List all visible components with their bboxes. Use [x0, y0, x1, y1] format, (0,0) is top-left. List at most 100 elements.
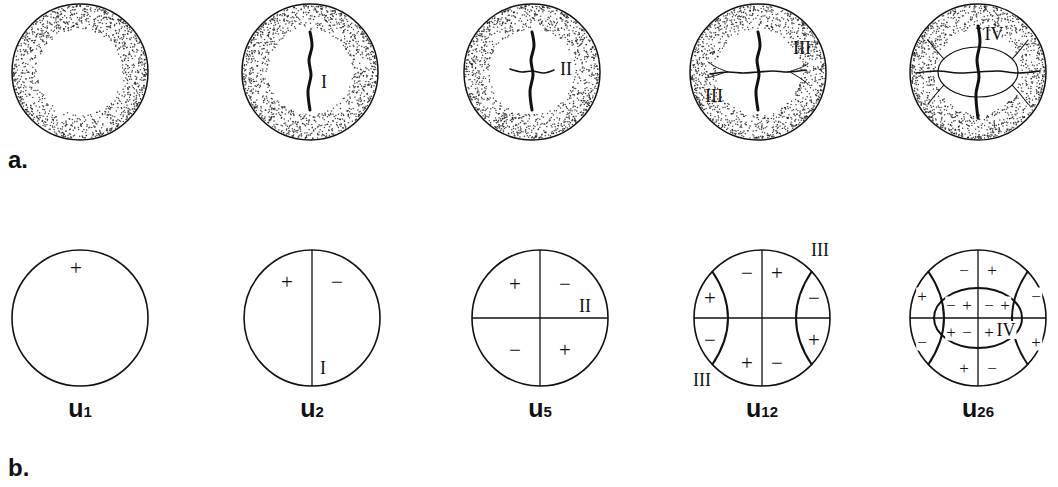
stipple-dot — [45, 122, 47, 124]
stipple-dot — [122, 116, 124, 118]
stipple-dot — [94, 121, 96, 123]
stipple-dot — [139, 89, 141, 91]
stipple-dot — [82, 115, 84, 117]
stipple-dot — [99, 117, 101, 119]
stipple-dot — [32, 49, 34, 51]
stipple-dot — [42, 20, 44, 22]
stipple-dot — [71, 18, 73, 20]
stipple-dot — [125, 68, 127, 70]
stipple-dot — [104, 14, 106, 16]
stipple-dot — [130, 95, 132, 97]
stipple-dot — [134, 99, 136, 101]
stipple-dot — [102, 9, 104, 11]
stipple-dot — [34, 75, 36, 77]
stipple-dot — [112, 115, 114, 117]
stipple-dot — [24, 72, 26, 74]
stipple-dot — [52, 114, 54, 116]
stipple-dot — [143, 51, 145, 53]
stipple-dot — [138, 58, 140, 60]
stipple-dot — [53, 31, 55, 33]
stipple-dot — [118, 20, 120, 22]
stipple-dot — [32, 97, 34, 99]
stipple-dot — [62, 17, 64, 19]
stipple-dot — [94, 11, 96, 13]
stipple-dot — [136, 51, 138, 53]
stipple-dot — [27, 71, 29, 73]
stipple-dot — [29, 38, 31, 40]
stipple-dot — [144, 70, 146, 72]
stipple-dot — [36, 62, 38, 64]
stipple-dot — [32, 80, 34, 82]
stipple-dot — [129, 112, 131, 114]
stipple-dot — [74, 9, 76, 11]
stipple-dot — [28, 71, 30, 73]
stipple-dot — [76, 121, 78, 123]
stipple-dot — [21, 103, 23, 105]
stipple-dot — [25, 78, 27, 80]
stipple-dot — [110, 25, 112, 27]
stipple-dot — [20, 101, 22, 103]
stipple-dot — [134, 92, 136, 94]
stipple-dot — [133, 103, 135, 105]
stipple-dot — [97, 121, 99, 123]
stipple-dot — [86, 129, 88, 131]
stipple-dot — [124, 23, 126, 25]
stipple-dot — [110, 117, 112, 119]
stipple-dot — [129, 97, 131, 99]
stipple-dot — [35, 39, 37, 41]
stipple-dot — [46, 103, 48, 105]
stipple-dot — [67, 28, 69, 30]
stipple-dot — [139, 92, 141, 94]
stipple-dot — [101, 127, 103, 129]
stipple-dot — [97, 10, 99, 12]
stipple-dot — [124, 30, 126, 32]
stipple-dot — [127, 57, 129, 59]
stipple-dot — [141, 61, 143, 63]
stipple-dot — [68, 30, 70, 32]
stipple-dot — [110, 18, 112, 20]
stipple-dot — [111, 107, 113, 109]
stipple-dot — [120, 46, 122, 48]
stipple-dot — [128, 60, 130, 62]
stipple-dot — [59, 19, 61, 21]
stipple-dot — [72, 22, 74, 24]
stipple-dot — [116, 39, 118, 41]
stipple-dot — [33, 42, 35, 44]
stipple-dot — [116, 110, 118, 112]
stipple-dot — [35, 82, 37, 84]
stipple-dot — [106, 130, 108, 132]
stipple-dot — [142, 89, 144, 91]
stipple-dot — [106, 19, 108, 21]
stipple-dot — [31, 115, 33, 117]
stipple-dot — [39, 99, 41, 101]
stipple-dot — [62, 9, 64, 11]
stipple-dot — [85, 19, 87, 21]
stipple-dot — [132, 46, 134, 48]
stipple-dot — [47, 20, 49, 22]
stipple-dot — [122, 46, 124, 48]
stipple-dot — [18, 96, 20, 98]
stipple-dot — [129, 53, 131, 55]
stipple-dot — [92, 132, 94, 134]
stipple-dot — [124, 58, 126, 60]
stipple-dot — [17, 82, 19, 84]
stipple-dot — [127, 110, 129, 112]
stipple-dot — [34, 117, 36, 119]
stipple-dot — [144, 75, 146, 77]
stipple-dot — [23, 42, 25, 44]
stipple-dot — [125, 119, 127, 121]
stipple-dot — [121, 28, 123, 30]
stipple-dot — [82, 10, 84, 12]
stipple-dot — [20, 92, 22, 94]
stipple-dot — [40, 115, 42, 117]
stipple-dot — [37, 118, 39, 120]
stipple-dot — [122, 39, 124, 41]
stipple-dot — [59, 28, 61, 30]
stipple-dot — [127, 80, 129, 82]
stipple-dot — [123, 96, 125, 98]
stipple-dot — [134, 76, 136, 78]
stipple-dot — [22, 38, 24, 40]
stipple-dot — [46, 35, 48, 37]
stipple-dot — [115, 46, 117, 48]
stipple-dot — [53, 120, 55, 122]
